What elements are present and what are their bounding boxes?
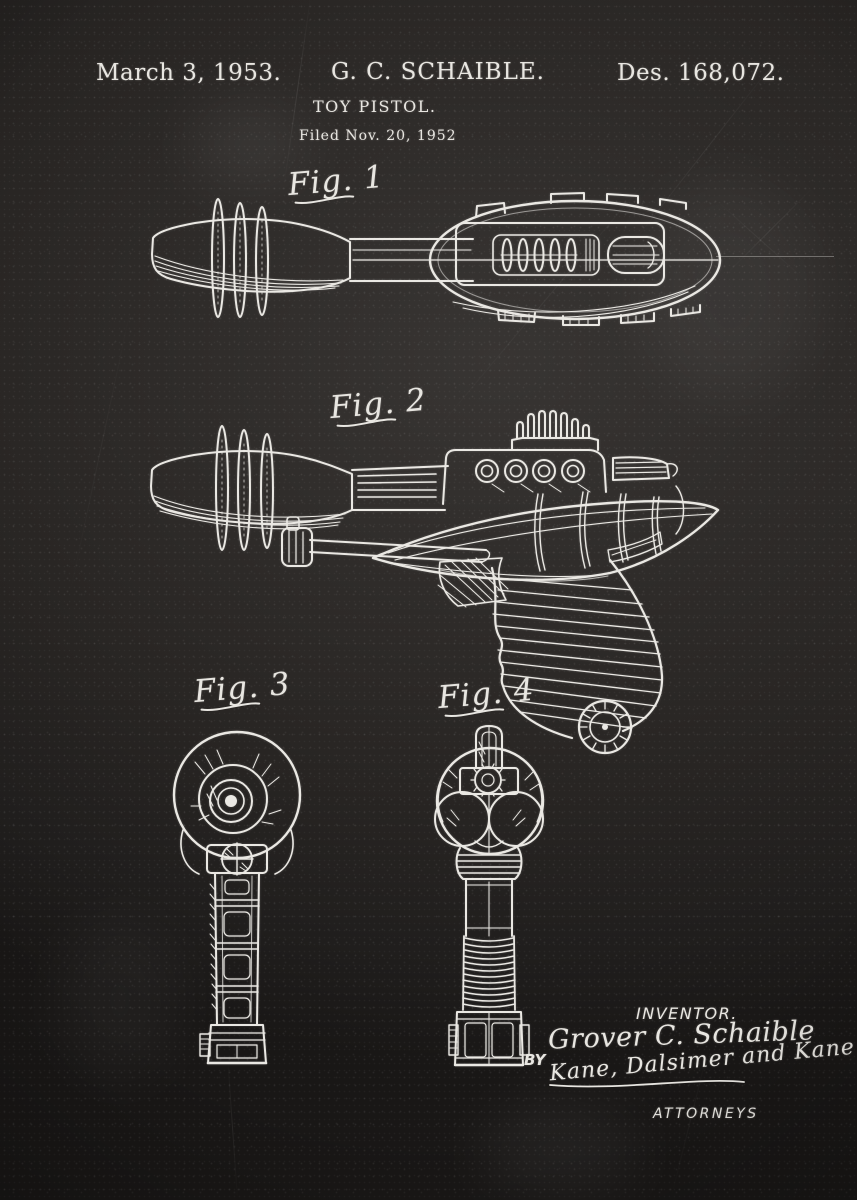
fig1-side-panel — [455, 222, 665, 286]
patent-author: G. C. SCHAIBLE. — [331, 59, 545, 85]
scratch-mark — [283, 0, 312, 190]
patent-number: Des. 168,072. — [617, 60, 785, 86]
patent-filed-line: Filed Nov. 20, 1952 — [299, 128, 457, 144]
fig4-gear-panel — [459, 763, 519, 797]
stray-chalk-line — [716, 256, 834, 257]
fig2-drawing — [150, 410, 720, 755]
scratch-mark — [68, 303, 133, 597]
patent-title: TOY PISTOL. — [313, 97, 437, 116]
fig4-head — [435, 746, 545, 856]
fig3-shoulder-plate — [206, 842, 268, 876]
fig4-side-lobes — [434, 791, 544, 854]
attorney-signature-underline — [549, 1080, 745, 1088]
by-label: BY — [524, 1051, 546, 1069]
fig2-nose-cone — [150, 450, 353, 530]
fig3-grip-base — [199, 1024, 268, 1065]
scratch-mark — [727, 187, 814, 273]
fig2-receiver-panel — [442, 449, 607, 505]
fig4-drawing — [434, 725, 545, 1067]
scratch-mark — [226, 1055, 239, 1200]
fig3-grip-column — [209, 872, 260, 1026]
fig2-barrel — [351, 465, 449, 511]
fig2-muzzle-fins — [215, 425, 274, 551]
fig1-nose-cone — [151, 218, 351, 293]
chalk-smudge — [480, 1100, 640, 1200]
fig4-grip-column — [462, 878, 516, 1011]
fig1-drawing — [151, 192, 722, 326]
fig2-top-fins — [511, 410, 599, 451]
fig2-hull-body — [371, 485, 720, 582]
patent-date: March 3, 1953. — [96, 60, 282, 86]
fig2-rear-housing — [612, 456, 678, 481]
fig3-drawing — [172, 730, 302, 1065]
fig4-grip-base — [448, 1011, 530, 1067]
attorneys-caption: ATTORNEYS — [653, 1106, 759, 1122]
fig2-grip — [490, 558, 664, 740]
scratch-mark — [715, 199, 806, 281]
fig2-trigger — [437, 557, 509, 608]
fig1-muzzle-fins — [211, 198, 269, 318]
